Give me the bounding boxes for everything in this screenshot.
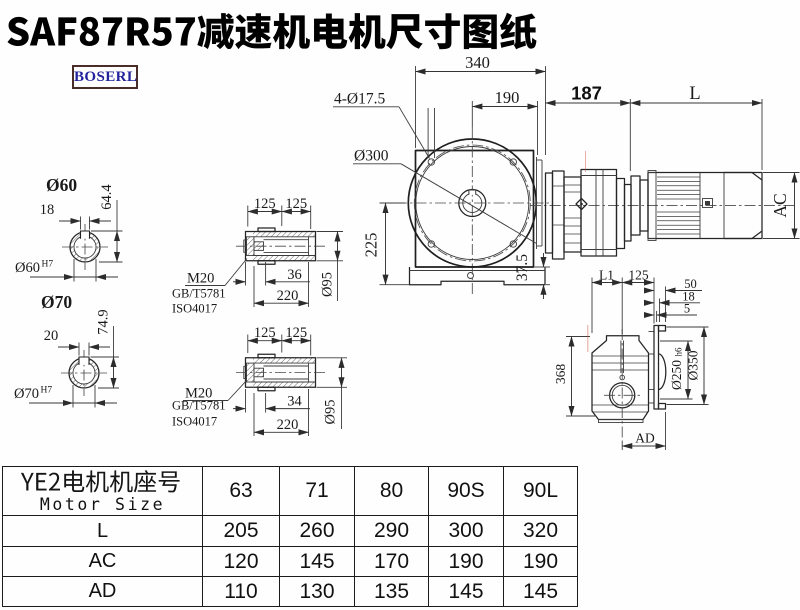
dim-hstop-36: 36 xyxy=(287,267,302,283)
table-header-motor-size: YE2电机机座号 Motor Size xyxy=(2,466,203,516)
dim-hsbot-thread: M20 xyxy=(185,386,212,402)
dim-out-spigot-tol: h6 xyxy=(674,347,684,357)
dim-gbf-190: 190 xyxy=(495,88,520,107)
dim-shaft60-bore-tol: H7 xyxy=(42,260,54,270)
dim-hsbot-od: Ø95 xyxy=(323,400,339,425)
dim-hstop-125a: 125 xyxy=(254,196,276,212)
dim-hstop-220: 220 xyxy=(277,288,299,304)
table-row-AD: AD 110 130 135 145 145 xyxy=(2,576,578,607)
cell-AD-63: 110 xyxy=(202,576,280,607)
cell-AD-80: 135 xyxy=(354,576,429,607)
dim-shaft70-keyway-height: 74.9 xyxy=(96,309,112,334)
col-80: 80 xyxy=(354,466,429,516)
dim-gbf-flange: Ø300 xyxy=(354,148,389,165)
dim-motor-L: L xyxy=(689,84,700,104)
dim-hstop-standard-a: GB/T5781 xyxy=(172,287,225,301)
dim-shaft70-bore: Ø70 xyxy=(14,386,39,402)
view-shaft-section-60: Ø60 18 64.4 Ø60 H7 xyxy=(15,175,123,282)
view-output-side: L1 125 50 18 5 368 Ø250 h6 xyxy=(553,151,709,450)
dim-out-spigot: Ø250 xyxy=(669,360,684,390)
view-hollow-shaft-bottom: 125 125 34 220 Ø95 M20 GB/T5781 ISO4017 xyxy=(172,325,347,436)
dim-shaft60-label: Ø60 xyxy=(46,175,77,195)
row-label-AD: AD xyxy=(2,576,203,607)
dim-out-flange: Ø350 xyxy=(686,350,701,380)
dim-motor-187: 187 xyxy=(571,83,602,104)
dim-out-L1: L1 xyxy=(599,268,614,283)
dim-shaft70-label: Ø70 xyxy=(41,292,72,312)
cell-L-80: 290 xyxy=(354,515,429,547)
row-label-L: L xyxy=(2,515,203,547)
table-header-row: YE2电机机座号 Motor Size 63 71 80 90S 90L xyxy=(2,466,578,516)
dim-hstop-standard-b: ISO4017 xyxy=(172,302,217,316)
cell-AC-71: 145 xyxy=(279,546,355,577)
dim-hsbot-125b: 125 xyxy=(285,325,307,341)
col-71: 71 xyxy=(279,466,355,516)
cell-L-90S: 300 xyxy=(428,515,504,547)
dim-hstop-125b: 125 xyxy=(285,196,307,212)
cell-AC-90S: 190 xyxy=(428,546,504,577)
cell-AD-90L: 145 xyxy=(503,576,578,607)
view-motor-side: 187 L AC xyxy=(530,83,800,260)
cell-L-63: 205 xyxy=(202,515,280,547)
dim-shaft70-keyway-width: 20 xyxy=(44,328,59,344)
dim-hstop-thread: M20 xyxy=(187,271,214,287)
cell-AD-90S: 145 xyxy=(428,576,504,607)
motor-size-table: YE2电机机座号 Motor Size 63 71 80 90S 90L L 2… xyxy=(2,466,578,607)
dim-shaft60-keyway-width: 18 xyxy=(40,202,55,218)
cell-AC-90L: 190 xyxy=(503,546,578,577)
sheet-title-glyphs xyxy=(7,12,537,50)
dim-motor-AC: AC xyxy=(770,193,790,217)
dim-out-18: 18 xyxy=(682,289,695,303)
dim-hsbot-220: 220 xyxy=(277,417,299,433)
table-row-AC: AC 120 145 170 190 190 xyxy=(2,546,578,577)
dim-out-5: 5 xyxy=(684,302,690,316)
table-row-L: L 205 260 290 300 320 xyxy=(2,515,578,547)
cell-AD-71: 130 xyxy=(279,576,355,607)
view-shaft-section-70: Ø70 20 74.9 Ø70 H7 xyxy=(14,292,119,408)
col-90L: 90L xyxy=(503,466,578,516)
cell-L-90L: 320 xyxy=(503,515,578,547)
dim-out-125: 125 xyxy=(628,268,649,283)
dim-gbf-boltholes: 4-Ø17.5 xyxy=(334,91,385,108)
motor-size-cn xyxy=(20,470,180,493)
sheet-title xyxy=(7,12,537,50)
dim-shaft60-keyway-height: 64.4 xyxy=(99,184,115,210)
cell-AC-80: 170 xyxy=(354,546,429,577)
dim-out-368: 368 xyxy=(553,364,568,385)
motor-size-en: Motor Size xyxy=(39,495,166,514)
dim-gbf-375: 37.5 xyxy=(514,254,531,281)
dim-out-50: 50 xyxy=(684,277,697,291)
brand-logo: BOSERL xyxy=(72,65,138,89)
brand-logo-text: BOSERL xyxy=(74,69,138,85)
dim-hsbot-standard-a: GB/T5781 xyxy=(172,399,225,413)
dim-shaft60-bore: Ø60 xyxy=(15,260,40,276)
view-gearbox-front: 340 190 4-Ø17.5 Ø300 225 37.5 xyxy=(333,53,550,299)
motor-size-cn-glyphs xyxy=(20,470,180,493)
dim-out-AD: AD xyxy=(635,431,655,446)
view-hollow-shaft-top: 125 125 36 220 Ø95 M20 GB/T5781 ISO4017 xyxy=(172,196,343,316)
col-90S: 90S xyxy=(428,466,504,516)
cell-AC-63: 120 xyxy=(202,546,280,577)
dim-hsbot-standard-b: ISO4017 xyxy=(172,415,217,429)
row-label-AC: AC xyxy=(2,546,203,577)
col-63: 63 xyxy=(202,466,280,516)
dim-gbf-340: 340 xyxy=(465,53,490,72)
dim-hsbot-34: 34 xyxy=(287,394,302,410)
cell-L-71: 260 xyxy=(279,515,355,547)
dim-shaft70-bore-tol: H7 xyxy=(41,386,53,396)
dim-hstop-od: Ø95 xyxy=(320,272,336,297)
dim-gbf-225: 225 xyxy=(362,233,381,258)
dim-hsbot-125a: 125 xyxy=(254,325,276,341)
